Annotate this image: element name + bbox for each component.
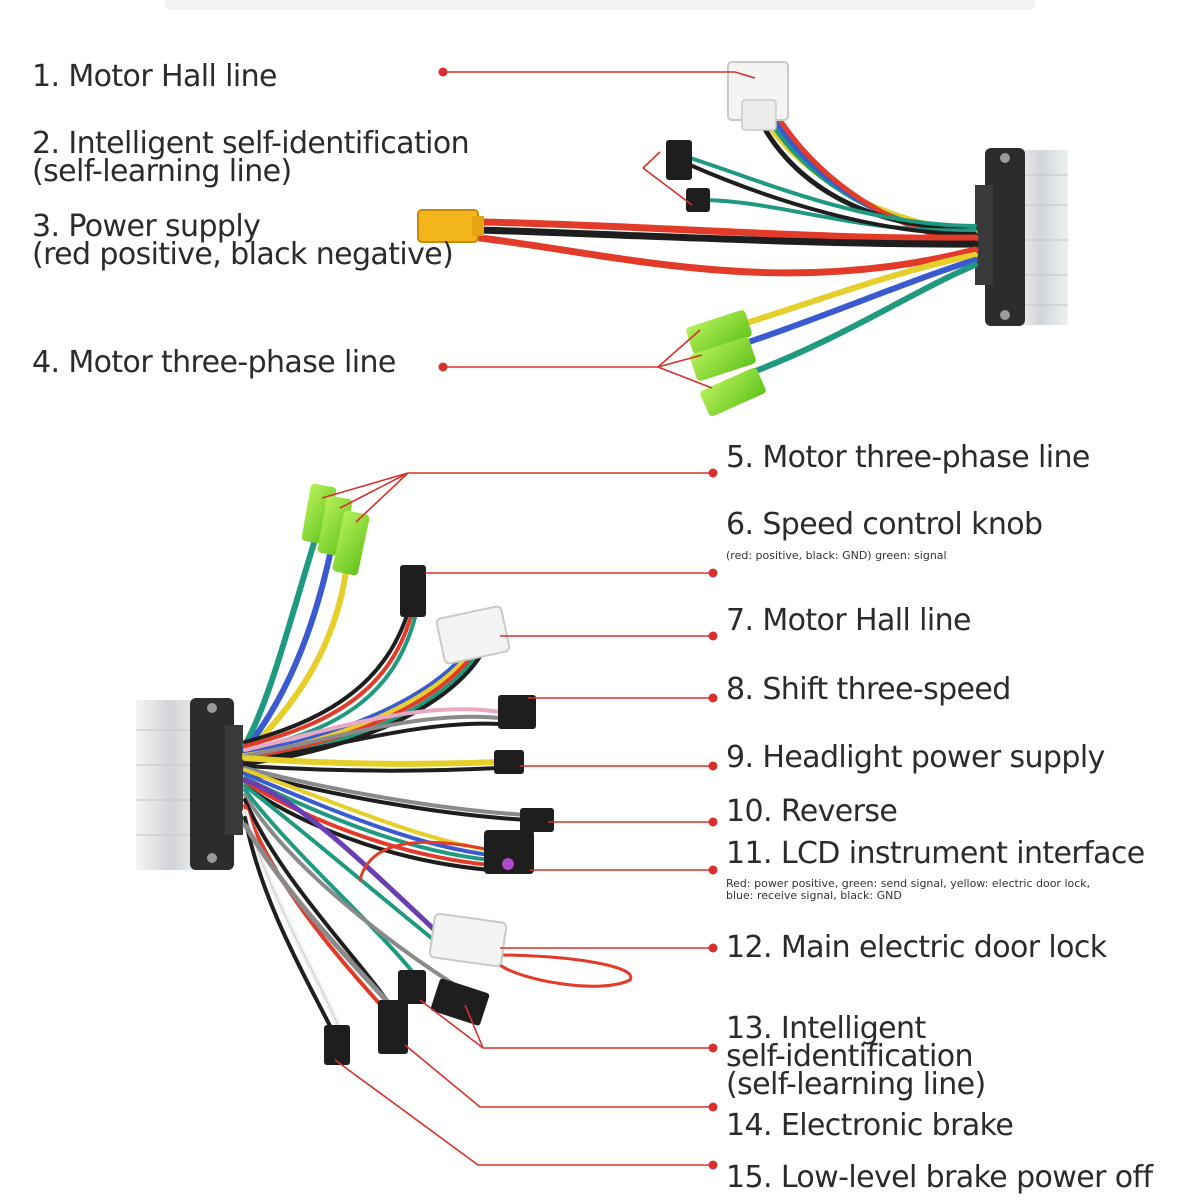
bottom-lcd-connector	[484, 830, 534, 874]
top-self-learning-connector	[666, 140, 710, 212]
label-motor-three-phase-line-5: 5. Motor three-phase line	[726, 440, 1090, 475]
label-line: (self-learning line)	[726, 1067, 986, 1102]
label-lcd-instrument-interface-11: 11. LCD instrument interface	[726, 836, 1145, 871]
bottom-reverse-connector	[520, 808, 554, 832]
label-line: 13. Intelligent	[726, 1011, 926, 1046]
label-line: (red positive, black negative)	[32, 237, 454, 272]
note-lcd-instrument-interface: Red: power positive, green: send signal,…	[726, 878, 1090, 902]
bottom-phase-connectors	[301, 483, 370, 576]
label-motor-hall-line-1: 1. Motor Hall line	[32, 59, 277, 94]
bottom-brake-connectors	[324, 970, 490, 1065]
bottom-hall-connector	[435, 605, 511, 665]
label-low-level-brake-power-off-15: 15. Low-level brake power off	[726, 1160, 1153, 1195]
top-edge-bar	[165, 0, 1035, 10]
label-self-identification-2: 2. Intelligent self-identification (self…	[32, 126, 470, 189]
top-wires	[476, 117, 979, 378]
bottom-door-lock-connector	[428, 912, 508, 968]
label-headlight-power-supply-9: 9. Headlight power supply	[726, 740, 1105, 775]
leader-lines	[321, 71, 756, 1166]
label-motor-three-phase-line-4: 4. Motor three-phase line	[32, 345, 396, 380]
label-reverse-10: 10. Reverse	[726, 794, 898, 829]
top-hall-connector	[727, 61, 789, 131]
note-line: blue: receive signal, black: GND	[726, 889, 902, 902]
top-phase-connectors	[686, 310, 766, 417]
label-line: (self-learning line)	[32, 154, 292, 189]
top-controller	[975, 148, 1068, 326]
note-line: Red: power positive, green: send signal,…	[726, 877, 1091, 890]
leader-dots	[438, 67, 718, 1170]
label-line: self-identification	[726, 1039, 974, 1074]
bottom-wires	[242, 527, 633, 1033]
top-power-connector	[417, 209, 484, 243]
label-motor-hall-line-7: 7. Motor Hall line	[726, 603, 971, 638]
bottom-speed-knob-connector	[400, 565, 426, 617]
bottom-shift-connector	[498, 695, 536, 729]
label-main-electric-door-lock-12: 12. Main electric door lock	[726, 930, 1107, 965]
label-shift-three-speed-8: 8. Shift three-speed	[726, 672, 1011, 707]
note-speed-control-knob: (red: positive, black: GND) green: signa…	[726, 549, 947, 562]
label-electronic-brake-14: 14. Electronic brake	[726, 1108, 1014, 1143]
label-power-supply-3: 3. Power supply (red positive, black neg…	[32, 209, 454, 272]
label-line: 3. Power supply	[32, 209, 261, 244]
bottom-controller	[136, 698, 243, 870]
label-speed-control-knob-6: 6. Speed control knob	[726, 507, 1043, 542]
label-self-identification-13: 13. Intelligent self-identification (sel…	[726, 1011, 986, 1102]
bottom-headlight-connector	[494, 750, 524, 774]
label-line: 2. Intelligent self-identification	[32, 126, 470, 161]
